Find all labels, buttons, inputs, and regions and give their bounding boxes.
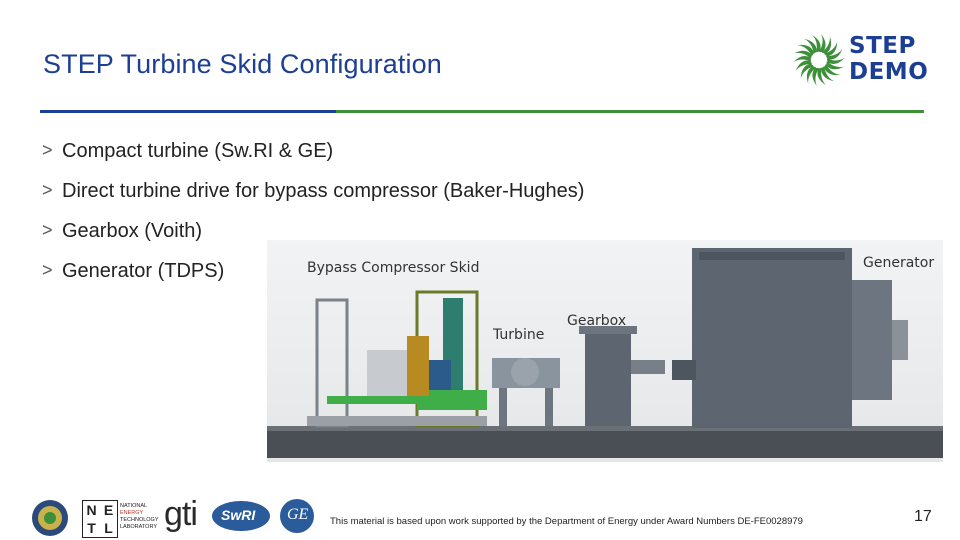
turbine-blade-icon [793,34,845,86]
step-demo-logo: STEP DEMO [793,32,938,88]
bullet-item: > Compact turbine (Sw.RI & GE) [42,140,584,180]
swri-text: SwRI [221,507,256,523]
bullet-marker: > [42,260,53,280]
page-number: 17 [914,508,932,525]
partner-logos: N E T L NATIONAL ENERGY TECHNOLOGY LABOR… [30,495,330,540]
bullet-item: > Generator (TDPS) [42,260,584,300]
logo-line-demo: DEMO [849,59,929,85]
skid-drawing [267,248,943,458]
netl-caption: NATIONAL [120,503,148,509]
netl-letter: T [87,520,96,536]
bullet-item: > Gearbox (Voith) [42,220,584,260]
ge-logo: GE [280,499,314,533]
slide-title: STEP Turbine Skid Configuration [43,49,442,79]
funding-acknowledgement: This material is based upon work support… [330,516,803,527]
label-turbine: Turbine [493,327,545,343]
netl-letter: L [104,520,113,536]
bullet-item: > Direct turbine drive for bypass compre… [42,180,584,220]
netl-logo: N E T L NATIONAL ENERGY TECHNOLOGY LABOR… [82,500,168,538]
label-generator: Generator [863,255,935,271]
logo-line-step: STEP [849,33,916,59]
bullet-text: Direct turbine drive for bypass compress… [62,180,585,202]
gti-logo: gti [164,495,198,533]
doe-seal-icon [32,500,68,536]
bullet-text: Gearbox (Voith) [62,220,203,242]
netl-caption: TECHNOLOGY [120,517,159,523]
ge-text: GE [287,506,309,523]
bullet-text: Compact turbine (Sw.RI & GE) [62,140,334,162]
header-rule-blue [40,110,336,113]
netl-letter: E [103,502,114,518]
bullet-marker: > [42,140,53,160]
label-bypass-compressor-skid: Bypass Compressor Skid [307,260,480,276]
netl-caption: ENERGY [120,510,144,516]
netl-caption: LABORATORY [120,524,157,530]
header-rule-green [336,110,924,113]
swri-logo: SwRI [212,501,270,531]
bullet-list: > Compact turbine (Sw.RI & GE) > Direct … [42,140,584,300]
label-gearbox: Gearbox [567,313,627,329]
bullet-marker: > [42,180,53,200]
skid-rendering: Bypass Compressor Skid Turbine Gearbox G… [267,240,943,462]
netl-letter: N [86,502,97,518]
bullet-text: Generator (TDPS) [62,260,225,282]
bullet-marker: > [42,220,53,240]
